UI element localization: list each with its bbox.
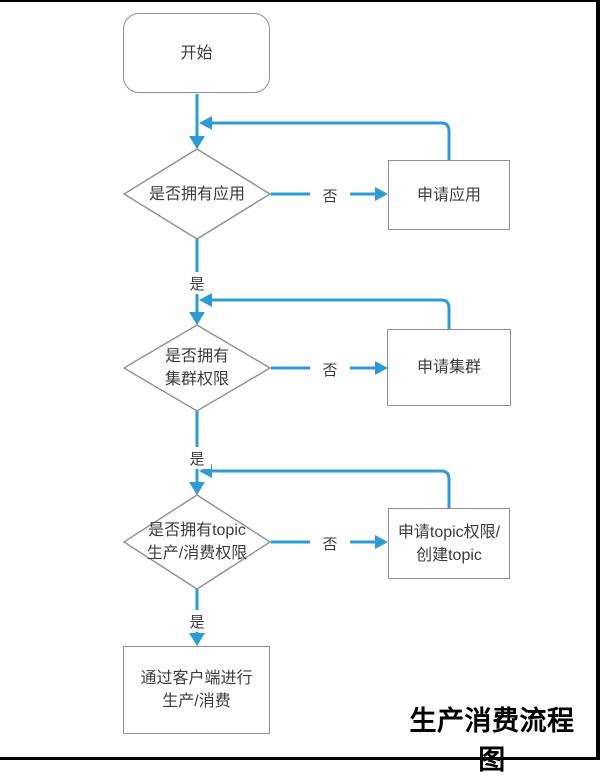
end-node: 通过客户端进行 生产/消费 bbox=[123, 646, 270, 734]
no-label-app: 否 bbox=[310, 184, 350, 206]
decision-app-label: 是否拥有应用 bbox=[148, 185, 245, 203]
edge-action-cluster-feedback bbox=[211, 298, 451, 330]
arrowhead-into-decision-topic bbox=[189, 482, 205, 495]
yes-label-app: 是 bbox=[183, 272, 211, 294]
no-label-topic: 否 bbox=[310, 532, 350, 554]
arrowhead-into-action-cluster bbox=[375, 361, 388, 375]
decision-topic-label: 是否拥有topic 生产/消费权限 bbox=[146, 522, 248, 562]
action-app-node: 申请应用 bbox=[388, 160, 510, 230]
arrowhead-into-action-topic bbox=[375, 535, 388, 549]
arrowhead-into-end bbox=[189, 633, 205, 646]
edge-action-topic-feedback bbox=[211, 469, 451, 509]
yes-label-topic: 是 bbox=[183, 610, 211, 632]
start-node: 开始 bbox=[123, 13, 270, 93]
arrowhead-into-action-app bbox=[375, 187, 388, 201]
action-topic-node: 申请topic权限/ 创建topic bbox=[388, 508, 510, 579]
no-label-cluster: 否 bbox=[310, 358, 350, 380]
action-cluster-node: 申请集群 bbox=[387, 329, 511, 406]
edge-action-app-feedback bbox=[211, 121, 451, 161]
arrowhead-feedback-cluster bbox=[199, 293, 212, 307]
arrowhead-feedback-app bbox=[199, 116, 212, 130]
arrowhead-into-decision-cluster bbox=[189, 312, 205, 325]
arrowhead-into-decision-app bbox=[189, 136, 205, 149]
yes-label-cluster: 是 bbox=[183, 447, 211, 469]
diagram-title: 生产消费流程图 bbox=[409, 706, 575, 775]
decision-cluster-label: 是否拥有 集群权限 bbox=[164, 348, 229, 388]
